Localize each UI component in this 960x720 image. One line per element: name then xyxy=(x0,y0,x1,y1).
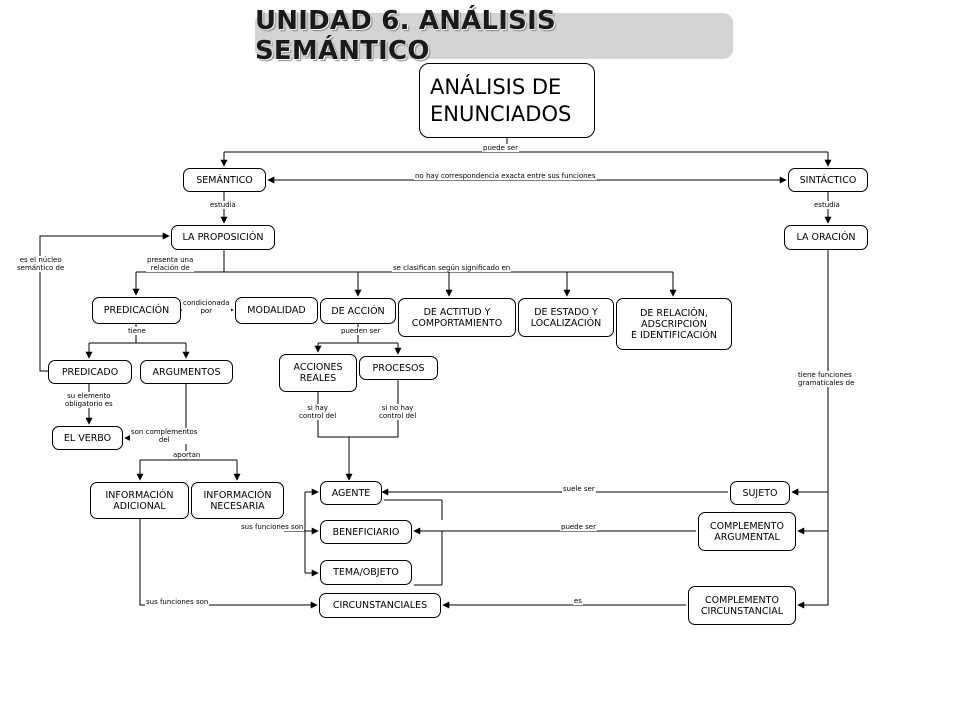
node-predicacion: PREDICACIÓN xyxy=(92,297,181,324)
label-sus-funciones-son-2: sus funciones son xyxy=(145,598,210,606)
node-tema-objeto: TEMA/OBJETO xyxy=(320,560,412,585)
label-estudia-right: estudia xyxy=(813,201,841,209)
label-tiene: tiene xyxy=(127,327,147,335)
node-agente: AGENTE xyxy=(320,481,382,505)
label-si-no-hay: si no hay control del xyxy=(378,404,418,420)
node-el-verbo: EL VERBO xyxy=(52,426,123,450)
label-presenta-una: presenta una relación de xyxy=(146,256,195,272)
label-son-complementos: son complementos del xyxy=(130,428,199,444)
node-analisis-de-enunciados: ANÁLISIS DE ENUNCIADOS xyxy=(419,63,595,138)
node-semantico: SEMÁNTICO xyxy=(183,168,266,192)
node-predicado: PREDICADO xyxy=(48,360,132,384)
label-es: es xyxy=(573,597,583,605)
node-circunstanciales: CIRCUNSTANCIALES xyxy=(319,593,441,618)
node-la-proposicion: LA PROPOSICIÓN xyxy=(171,225,275,250)
node-complemento-argumental: COMPLEMENTO ARGUMENTAL xyxy=(698,512,796,551)
label-es-el-nucleo: es el núcleo semántico de xyxy=(16,256,66,272)
node-informacion-necesaria: INFORMACIÓN NECESARIA xyxy=(191,482,284,519)
node-de-estado: DE ESTADO Y LOCALIZACIÓN xyxy=(518,298,614,337)
node-de-relacion: DE RELACIÓN, ADSCRIPCIÓN E IDENTIFICACIÓ… xyxy=(616,298,732,350)
label-su-elemento: su elemento obligatorio es xyxy=(64,392,114,408)
label-estudia-left: estudia xyxy=(209,201,237,209)
label-sus-funciones-son-1: sus funciones son xyxy=(240,523,305,531)
node-informacion-adicional: INFORMACIÓN ADICIONAL xyxy=(90,482,189,519)
label-no-hay-correspondencia: no hay correspondencia exacta entre sus … xyxy=(414,172,597,180)
label-condicionada: condicionada por xyxy=(182,299,231,315)
node-sujeto: SUJETO xyxy=(730,481,790,505)
node-la-oracion: LA ORACIÓN xyxy=(784,225,868,250)
node-de-accion: DE ACCIÓN xyxy=(320,298,396,324)
node-acciones-reales: ACCIONES REALES xyxy=(279,354,357,392)
node-beneficiario: BENEFICIARIO xyxy=(320,520,412,544)
label-pueden-ser: pueden ser xyxy=(340,327,382,335)
node-argumentos: ARGUMENTOS xyxy=(140,360,233,384)
page-title: UNIDAD 6. ANÁLISIS SEMÁNTICO xyxy=(255,6,733,66)
label-tiene-funciones: tiene funciones gramaticales de xyxy=(797,371,856,387)
node-complemento-circunstancial: COMPLEMENTO CIRCUNSTANCIAL xyxy=(688,586,796,625)
node-de-actitud: DE ACTITUD Y COMPORTAMIENTO xyxy=(398,298,516,337)
label-se-clasifican: se clasifican según significado en xyxy=(392,264,512,272)
label-puede-ser-2: puede ser xyxy=(560,523,597,531)
node-modalidad: MODALIDAD xyxy=(235,297,318,324)
node-sintactico: SINTÁCTICO xyxy=(788,168,868,192)
label-puede-ser: puede ser xyxy=(482,144,519,152)
node-procesos: PROCESOS xyxy=(359,356,438,380)
label-si-hay: si hay control del xyxy=(298,404,338,420)
label-aportan: aportan xyxy=(172,451,202,459)
label-suele-ser: suele ser xyxy=(562,485,596,493)
